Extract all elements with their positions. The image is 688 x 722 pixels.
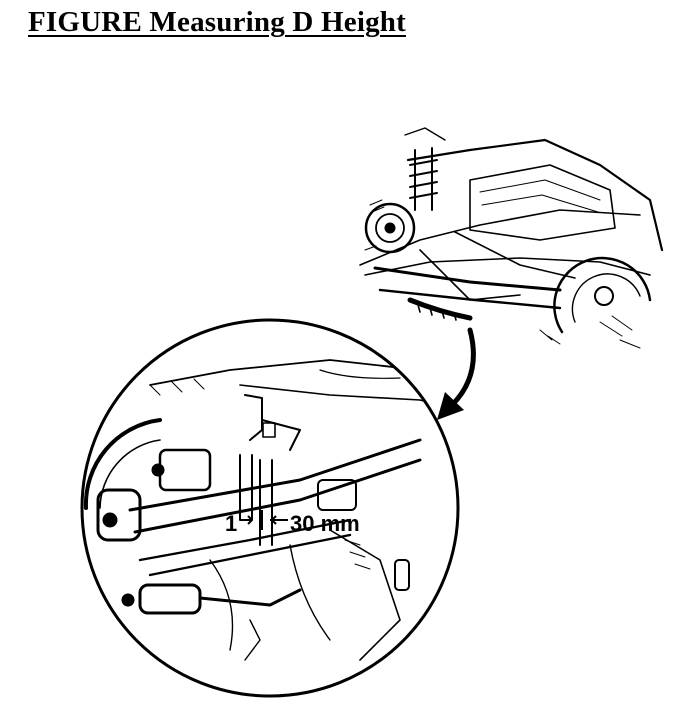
- vehicle-underside-overview: [359, 127, 664, 349]
- zoom-arrow: [437, 327, 476, 420]
- figure-title: FIGURE Measuring D Height: [28, 6, 406, 38]
- callout-marker-label: 1: [225, 511, 237, 536]
- dimension-label: 30 mm: [290, 511, 360, 536]
- magnified-detail: 1 30 mm: [80, 318, 460, 698]
- measurement-markers: [240, 510, 288, 530]
